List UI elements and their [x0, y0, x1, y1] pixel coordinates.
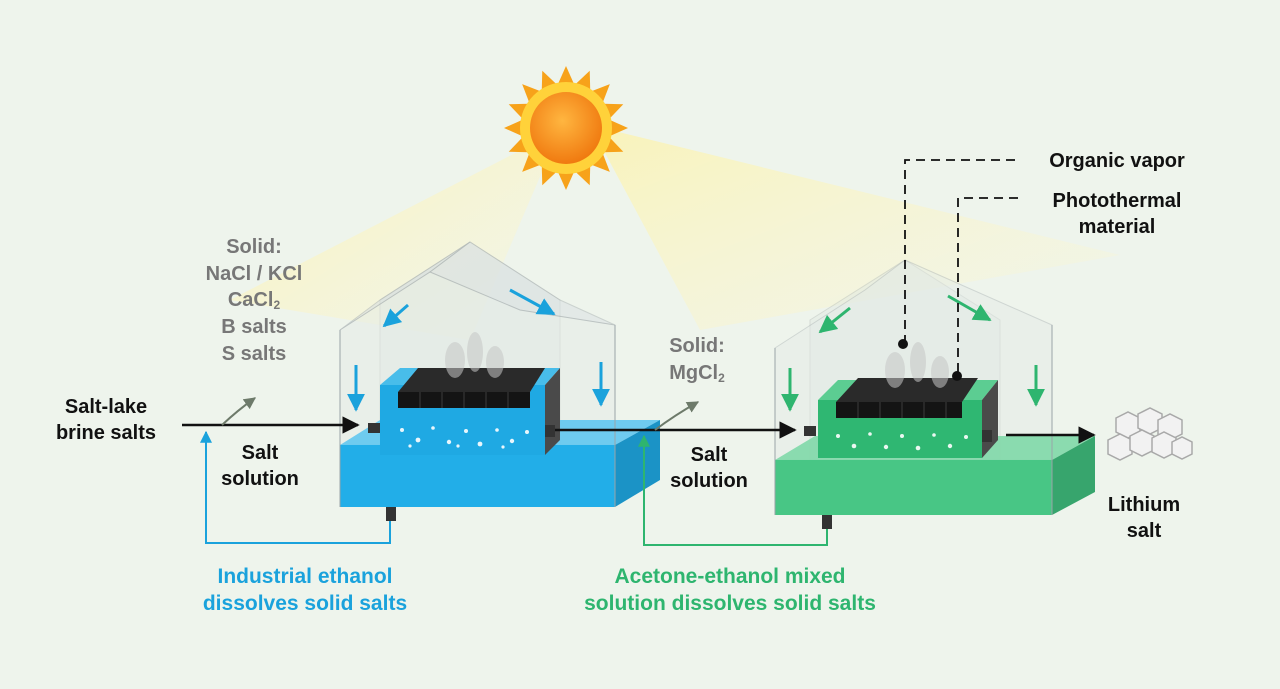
solid2-branch-arrow	[654, 401, 700, 431]
loop1-line	[200, 430, 391, 544]
salt-solution-1-line2: solution	[221, 468, 299, 490]
loop1-line2: dissolves solid salts	[202, 592, 408, 616]
output-line2: salt	[1126, 520, 1162, 542]
stage1-drain-port	[386, 507, 396, 521]
solid1-branch-arrow	[221, 397, 256, 426]
photothermal-line1: Photothermal	[1052, 190, 1182, 212]
stage2-bubbles	[836, 432, 968, 451]
salt-solution-label-1: Salt solution	[205, 440, 315, 492]
solid2-item: MgCl2	[669, 361, 725, 385]
stage2-liquid	[775, 460, 1052, 515]
stage2-photothermal-block	[836, 402, 962, 418]
solid2-label: Solid: MgCl2	[644, 333, 750, 387]
stage1-photothermal-top	[398, 368, 545, 392]
loop2-line2: solution dissolves solid salts	[584, 592, 876, 616]
stage2-evaporator	[774, 259, 1095, 529]
input-label-line1: Salt-lake	[64, 396, 148, 418]
sunlight-beam-right	[590, 125, 1120, 330]
stage2-vapor	[885, 342, 949, 388]
organic-vapor-label: Organic vapor	[1049, 150, 1185, 172]
loop2-caption: Acetone-ethanol mixed solution dissolves…	[540, 563, 920, 618]
stage2-outlet-port	[982, 430, 992, 442]
input-label-line2: brine salts	[55, 422, 157, 444]
solid1-label: Solid: NaCl / KCl CaCl2 B salts S salts	[178, 234, 330, 367]
photothermal-leader	[957, 197, 1018, 374]
salt-solution-2-line2: solution	[670, 470, 748, 492]
stage1-inlet-port	[368, 423, 380, 433]
input-label: Salt-lake brine salts	[36, 394, 176, 446]
stage1-bubbles	[400, 426, 529, 449]
organic-vapor-leader	[904, 159, 1015, 342]
sun-icon	[504, 66, 628, 190]
output-line1: Lithium	[1107, 494, 1181, 516]
salt-solution-1-line1: Salt	[241, 442, 279, 464]
loop2-line1: Acetone-ethanol mixed	[614, 565, 846, 588]
solid2-title: Solid:	[669, 335, 725, 357]
loop1-line1: Industrial ethanol	[217, 565, 393, 588]
salt-solution-2-line1: Salt	[690, 444, 728, 466]
stage1-roof-right	[429, 241, 616, 326]
stage1-outlet-port	[545, 425, 555, 437]
photothermal-line2: material	[1078, 216, 1156, 238]
loop1-caption: Industrial ethanol dissolves solid salts	[160, 563, 450, 618]
salt-solution-label-2: Salt solution	[653, 442, 765, 494]
stage1-vapor	[445, 332, 504, 378]
solid1-item: NaCl / KCl	[205, 262, 303, 285]
stage2-photothermal-top	[836, 378, 978, 402]
solid1-item: CaCl2	[227, 289, 281, 313]
photothermal-label: Photothermal material	[1022, 188, 1212, 240]
lithium-crystal-icon	[1107, 407, 1193, 461]
stage1-liquid	[340, 445, 615, 507]
stage2-drain-port	[822, 515, 832, 529]
loop2-line	[638, 434, 828, 546]
solid1-title: Solid:	[226, 236, 282, 258]
solid1-item: S salts	[221, 342, 287, 365]
stage2-inlet-port	[804, 426, 816, 436]
output-label: Lithium salt	[1092, 492, 1196, 544]
solid1-item: B salts	[221, 316, 287, 339]
